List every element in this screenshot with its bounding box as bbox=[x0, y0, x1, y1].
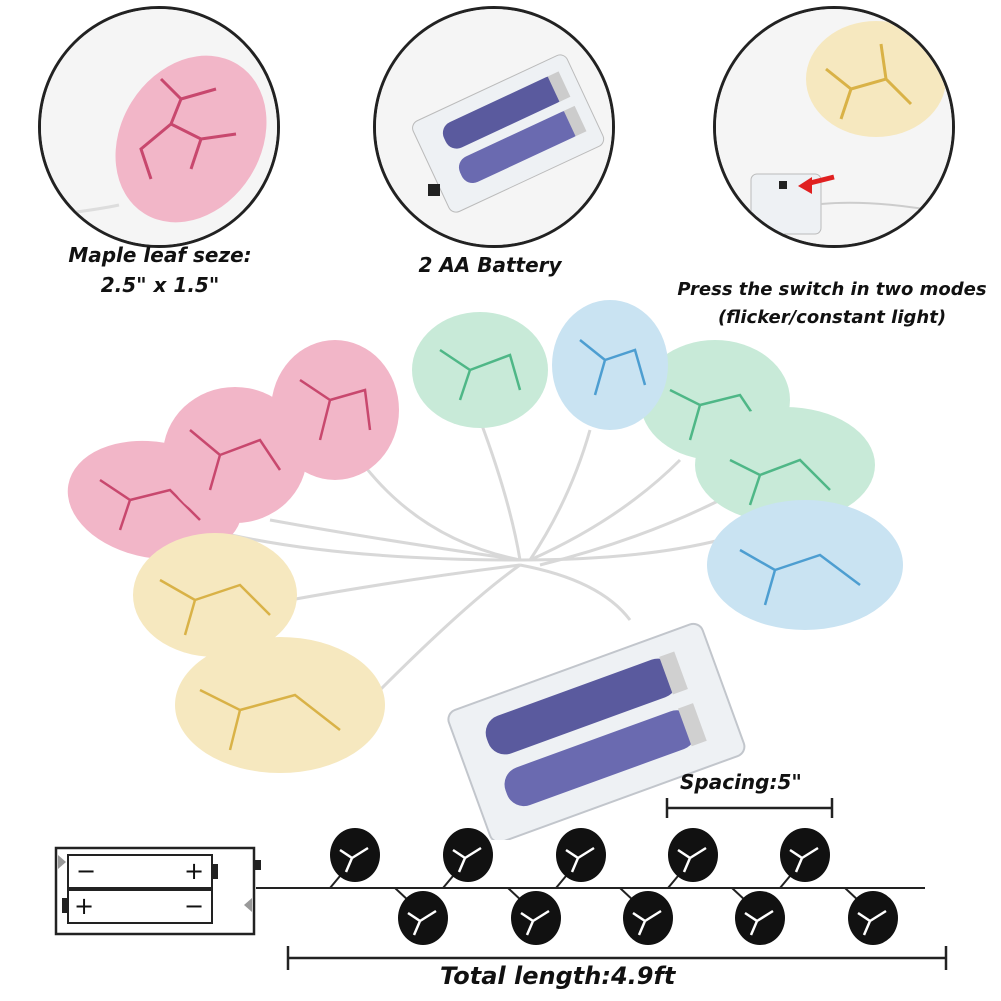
light-wires bbox=[174, 419, 721, 692]
battery-box bbox=[447, 622, 746, 840]
egg-string-lights-photo bbox=[67, 300, 903, 840]
battery-pack-diagram bbox=[54, 846, 261, 936]
switch-closeup bbox=[716, 9, 952, 245]
spacing-label: Spacing:5" bbox=[680, 770, 802, 794]
size-caption: Maple leaf seze: 2.5" x 1.5" bbox=[40, 240, 280, 300]
egg-size-detail-photo bbox=[38, 6, 280, 248]
pink-egg-closeup bbox=[41, 9, 277, 245]
battery-top-minus: − bbox=[76, 857, 97, 885]
battery-detail-photo bbox=[373, 6, 615, 248]
switch-caption-line1: Press the switch in two modes bbox=[677, 279, 987, 300]
green-eggs bbox=[412, 312, 875, 523]
diagram-eggs-bottom bbox=[394, 887, 898, 945]
switch-detail-photo bbox=[713, 6, 955, 248]
pink-eggs bbox=[67, 340, 399, 560]
diagram-egg-cracks bbox=[339, 846, 887, 936]
spacing-bracket bbox=[665, 798, 834, 818]
battery-top-plus: + bbox=[184, 857, 205, 885]
battery-caption: 2 AA Battery bbox=[418, 253, 562, 277]
battery-bottom-plus: + bbox=[74, 892, 95, 920]
battery-box-closeup bbox=[376, 9, 612, 245]
switch-caption: Press the switch in two modes (flicker/c… bbox=[664, 276, 1000, 332]
blue-eggs bbox=[552, 300, 903, 630]
size-caption-line2: 2.5" x 1.5" bbox=[100, 273, 220, 297]
size-caption-line1: Maple leaf seze: bbox=[68, 243, 252, 267]
battery-bottom-minus: − bbox=[184, 892, 205, 920]
total-length-label: Total length:4.9ft bbox=[440, 962, 676, 990]
switch-caption-line2: (flicker/constant light) bbox=[717, 307, 947, 328]
total-length-bracket bbox=[286, 946, 948, 970]
yellow-eggs bbox=[133, 533, 385, 773]
